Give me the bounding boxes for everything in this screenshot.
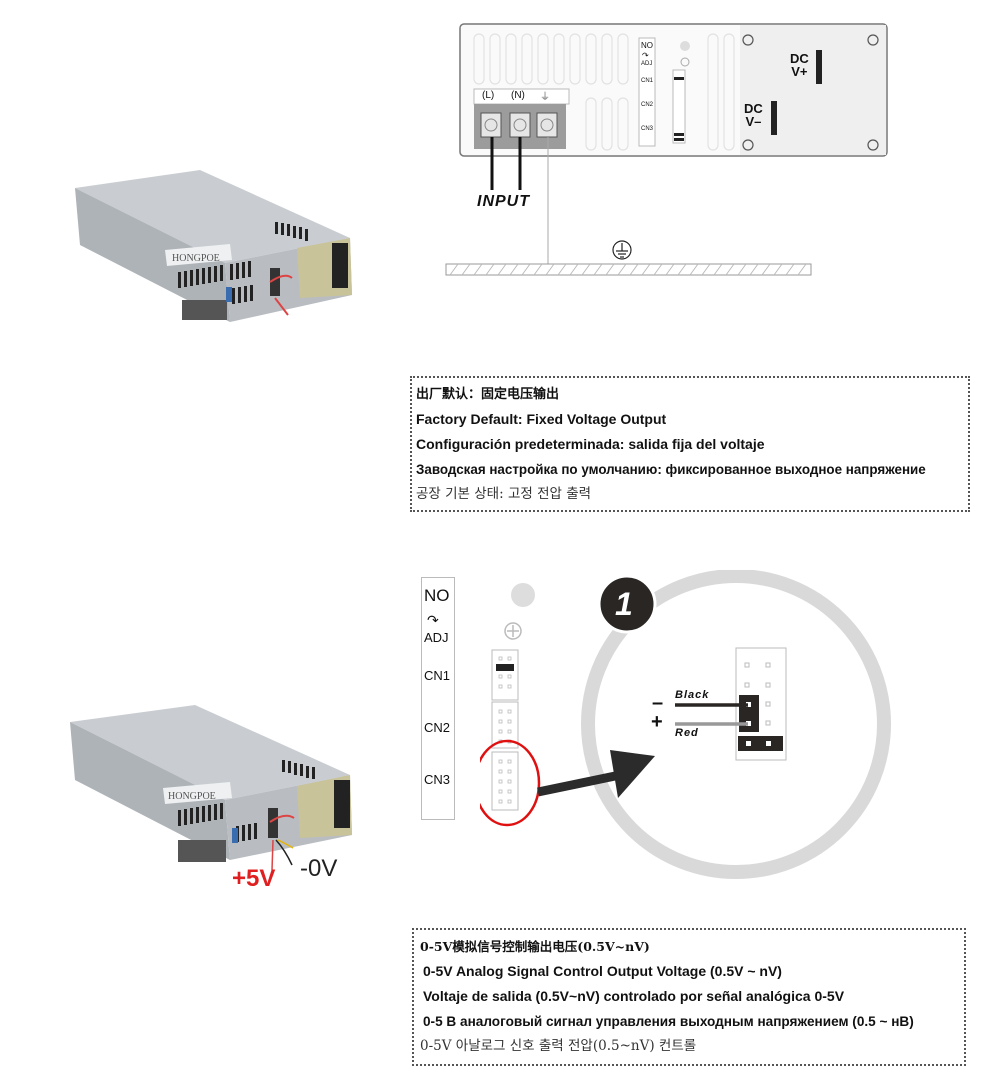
minus-0v-label: -0V <box>300 855 338 882</box>
adj-arrow-icon: ↷ <box>427 612 439 628</box>
cn3-header <box>491 751 519 811</box>
black-wire-label: Black <box>675 689 710 701</box>
minus-sign: – <box>652 692 664 714</box>
cn3-highlight-circle <box>480 739 541 827</box>
brand-label: HONGPOE <box>168 791 216 802</box>
analog-control-info-box: 0-5V模拟信号控制输出电压(0.5V~nV) 0-5V Analog Sign… <box>412 928 966 1066</box>
analog-control-en: 0-5V Analog Signal Control Output Voltag… <box>423 963 782 979</box>
brand-label: HONGPOE <box>172 253 220 264</box>
arrow-icon <box>537 750 655 798</box>
cn3-zoom-diagram <box>480 570 891 879</box>
factory-default-en: Factory Default: Fixed Voltage Output <box>416 411 667 427</box>
dc-minus-label: DC V– <box>744 101 763 129</box>
factory-default-info-box: 出厂默认：固定电压输出 Factory Default: Fixed Volta… <box>410 376 970 512</box>
strip-label-adj: ADJ <box>424 630 449 645</box>
analog-control-es: Voltaje de salida (0.5V~nV) controlado p… <box>423 988 845 1004</box>
analog-control-ko: 0-5V 아날로그 신호 출력 전압(0.5~nV) 컨트롤 <box>420 1038 697 1054</box>
input-label: INPUT <box>477 193 530 210</box>
adj-arrow-icon: ↷ <box>642 51 649 60</box>
terminal-ground-icon: ⏚ <box>540 92 550 103</box>
cn1-header <box>491 649 519 701</box>
power-supply-photo-top: HONGPOE <box>60 160 380 330</box>
red-wire-label: Red <box>675 727 699 739</box>
step-badge <box>597 574 657 634</box>
strip-label-adj: ADJ <box>641 61 653 67</box>
analog-control-ru: 0-5 В аналоговый сигнал управления выход… <box>423 1014 914 1029</box>
strip-label-cn3: CN3 <box>424 772 451 787</box>
strip-label-cn3: CN3 <box>641 126 654 132</box>
analog-control-zh: 0-5V模拟信号控制输出电压(0.5V~nV) <box>420 939 650 954</box>
factory-default-ru: Заводская настройка по умолчанию: фиксир… <box>416 462 926 477</box>
factory-default-es: Configuración predeterminada: salida fij… <box>416 436 765 452</box>
terminal-label-n: (N) <box>511 90 525 101</box>
wiring-diagram-top: (L) (N) ⏚ NO ↷ ADJ CN1 CN2 CN3 DC V+ DC … <box>440 20 900 280</box>
power-supply-photo-bottom: HONGPOE +5V -0V <box>60 700 380 900</box>
strip-label-no: NO <box>641 41 653 50</box>
earth-ground-icon <box>612 240 632 260</box>
jumper <box>738 736 783 751</box>
strip-label-cn2: CN2 <box>424 720 451 735</box>
factory-default-zh: 出厂默认：固定电压输出 <box>416 387 560 402</box>
terminal-label-l: (L) <box>482 90 495 101</box>
screw-icon <box>504 622 522 640</box>
step-number: 1 <box>615 586 633 622</box>
factory-default-ko: 공장 기본 상태: 고정 전압 출력 <box>416 486 592 502</box>
strip-label-no: NO <box>424 586 450 605</box>
strip-label-cn2: CN2 <box>641 102 654 108</box>
strip-label-cn1: CN1 <box>641 78 654 84</box>
plus-sign: + <box>651 711 663 733</box>
plus-5v-label: +5V <box>232 865 276 892</box>
connector-strip: NO ↷ ADJ CN1 CN2 CN3 <box>421 577 455 820</box>
strip-label-cn1: CN1 <box>424 668 451 683</box>
potentiometer-icon <box>511 583 535 607</box>
wire-connector <box>739 695 759 732</box>
dc-plus-label: DC V+ <box>790 51 809 79</box>
terminal-panel-drawing <box>445 23 888 276</box>
zoomed-pins <box>744 662 771 726</box>
